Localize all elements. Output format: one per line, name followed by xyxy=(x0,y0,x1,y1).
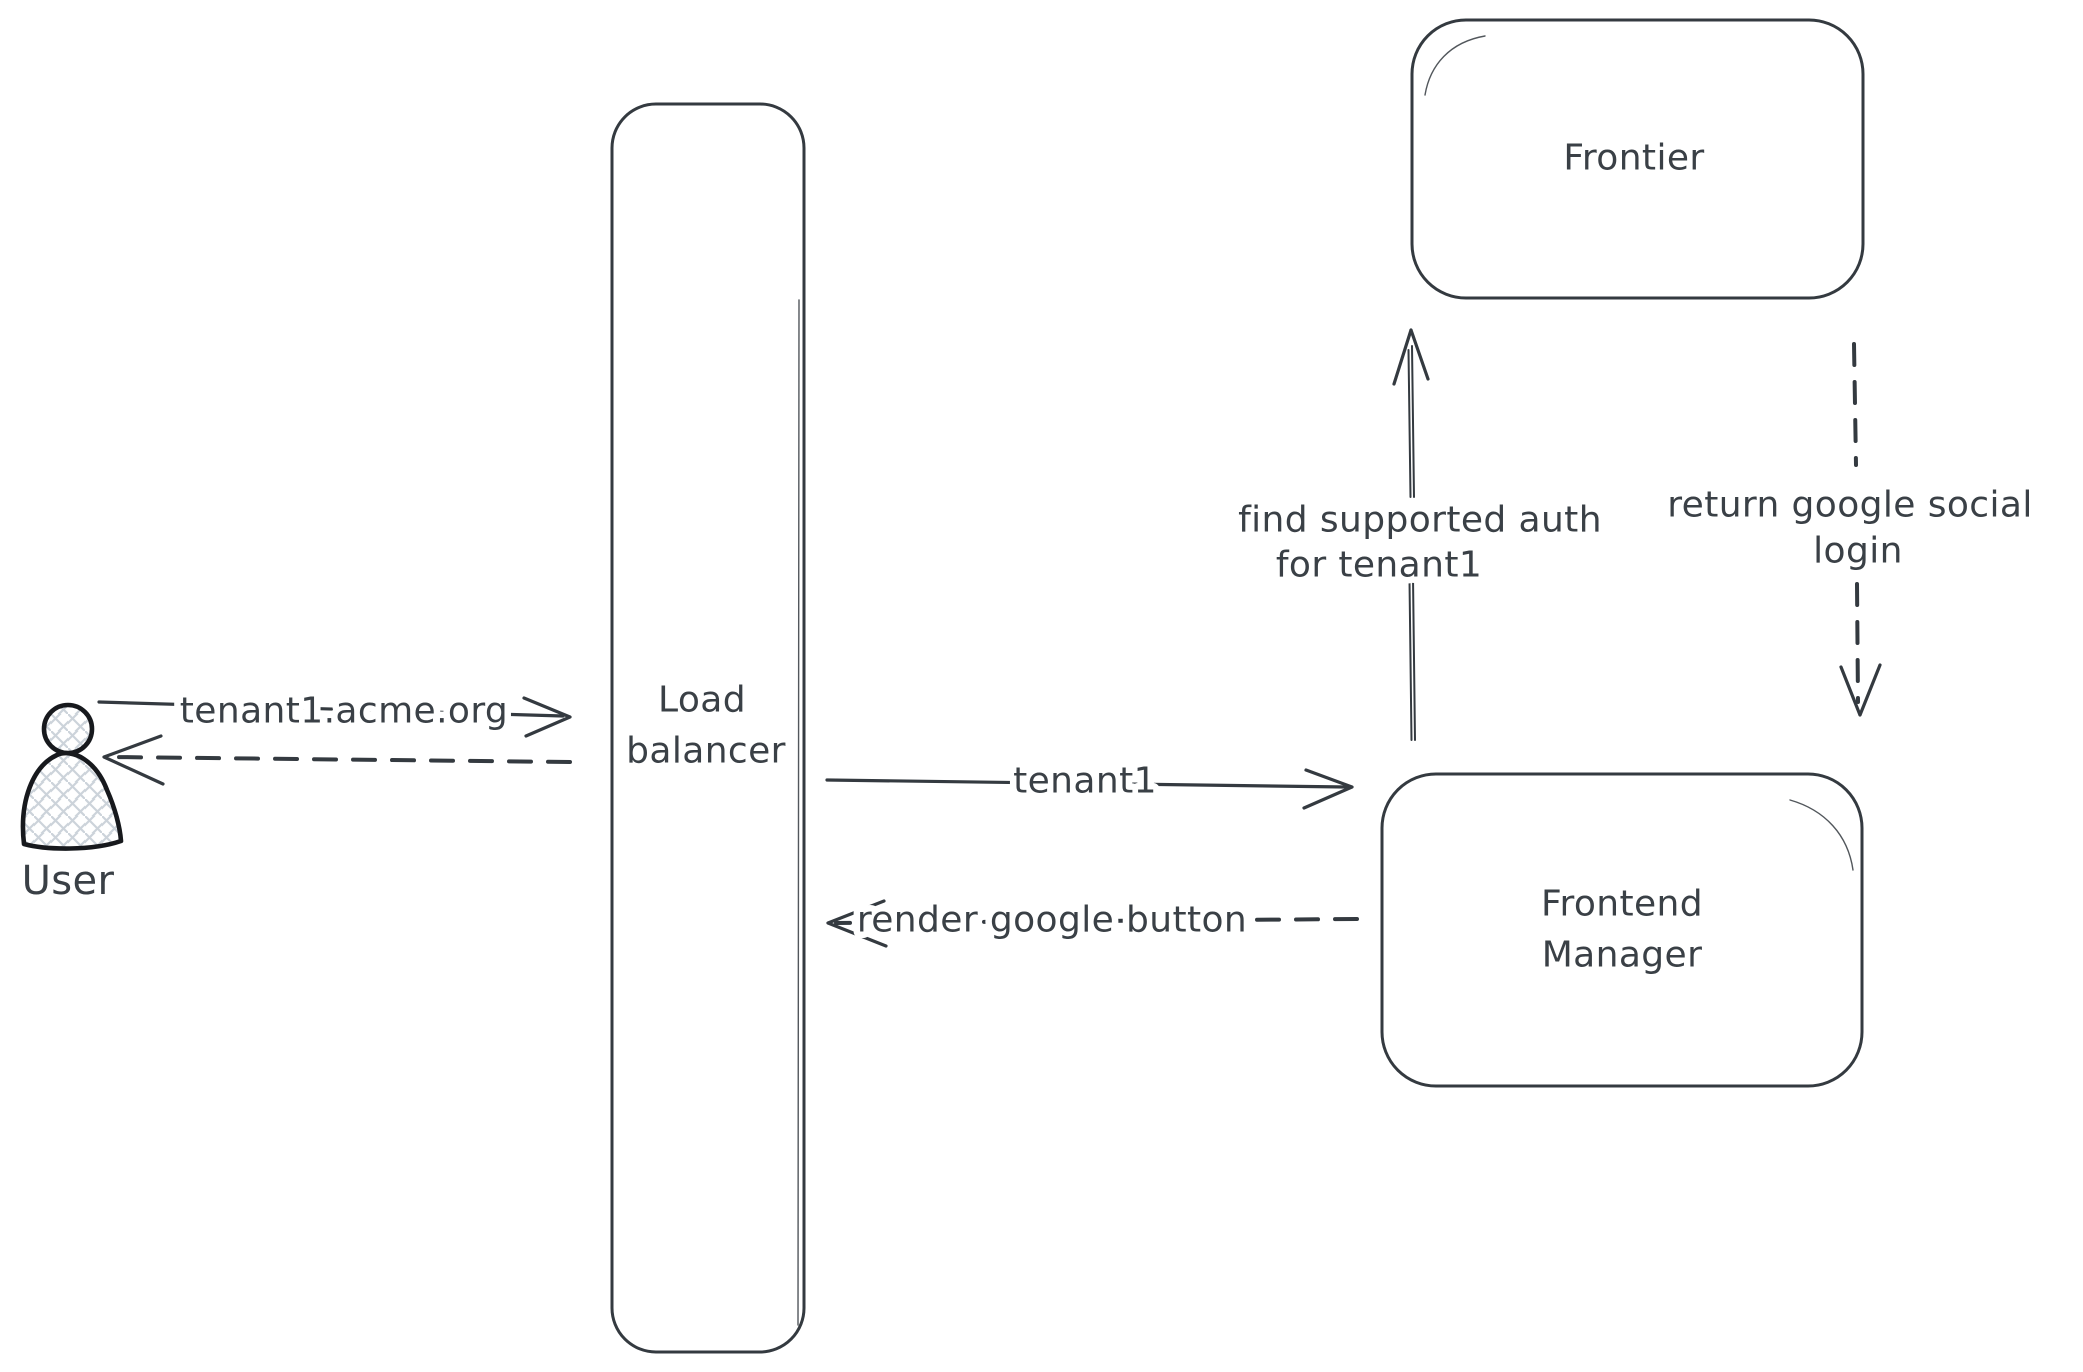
frontier-box xyxy=(1410,18,1865,300)
load-balancer-label-line1: Load xyxy=(658,680,746,721)
edge-frontend-manager-to-load-balancer: render google button xyxy=(826,893,1359,948)
edge-fm-to-frontier-label-line1: find supported auth xyxy=(1238,500,1602,541)
edge-fm-to-lb-arrowhead-icon xyxy=(826,899,888,948)
edge-user-to-load-balancer: tenant1.acme.org xyxy=(97,684,572,738)
frontier-label: Frontier xyxy=(1563,138,1704,179)
edge-frontier-to-fm-label-line1: return google social xyxy=(1667,485,2033,526)
edge-fm-to-frontier-line-lower xyxy=(1408,576,1416,741)
edge-frontend-manager-to-frontier: find supported auth for tenant1 xyxy=(1232,328,1608,741)
edge-user-to-lb-label: tenant1.acme.org xyxy=(180,691,508,732)
edge-lb-to-fm-arrowhead-icon xyxy=(1302,768,1354,810)
frontier-box-sketch-line xyxy=(1424,35,1486,96)
edge-fm-to-frontier-label-line2: for tenant1 xyxy=(1276,545,1482,586)
load-balancer-box xyxy=(610,102,806,1354)
actor-user: User xyxy=(15,702,124,911)
edge-user-to-lb-line xyxy=(97,700,565,718)
edge-lb-to-fm-line xyxy=(825,778,1348,789)
edge-load-balancer-to-user xyxy=(102,734,572,786)
edge-load-balancer-to-frontend-manager: tenant1 xyxy=(825,754,1354,810)
actor-user-label: User xyxy=(22,858,115,904)
edge-lb-to-user-line xyxy=(110,755,572,764)
edge-frontier-to-fm-arrowhead-icon xyxy=(1839,663,1882,717)
edge-frontier-to-fm-label-line2: login xyxy=(1813,531,1903,572)
edge-lb-to-fm-label: tenant1 xyxy=(1013,761,1157,802)
edge-frontier-to-fm-line-upper xyxy=(1852,342,1858,467)
edge-fm-to-lb-line xyxy=(834,917,1359,925)
frontend-manager-box-sketch-line xyxy=(1789,799,1854,871)
edge-fm-to-lb-label: render google button xyxy=(857,900,1247,941)
node-frontend-manager: Frontend Manager xyxy=(1380,772,1864,1088)
node-frontier: Frontier xyxy=(1410,18,1865,300)
user-icon-body xyxy=(20,750,124,851)
frontend-manager-label-line1: Frontend xyxy=(1541,884,1703,925)
user-icon xyxy=(20,702,124,851)
frontend-manager-label-line2: Manager xyxy=(1542,935,1703,976)
edge-fm-to-frontier-arrowhead-icon xyxy=(1392,328,1430,386)
node-load-balancer: Load balancer xyxy=(610,102,806,1354)
load-balancer-label-line2: balancer xyxy=(626,731,786,772)
edge-lb-to-user-arrowhead-icon xyxy=(102,734,165,786)
edge-user-to-lb-arrowhead-icon xyxy=(522,696,572,738)
edge-frontier-to-fm-line-lower xyxy=(1855,582,1860,704)
frontend-manager-box xyxy=(1380,772,1864,1088)
user-icon-head xyxy=(41,702,95,756)
edge-fm-to-frontier-line-upper xyxy=(1407,345,1415,498)
edge-frontier-to-frontend-manager: return google social login xyxy=(1661,342,2039,717)
